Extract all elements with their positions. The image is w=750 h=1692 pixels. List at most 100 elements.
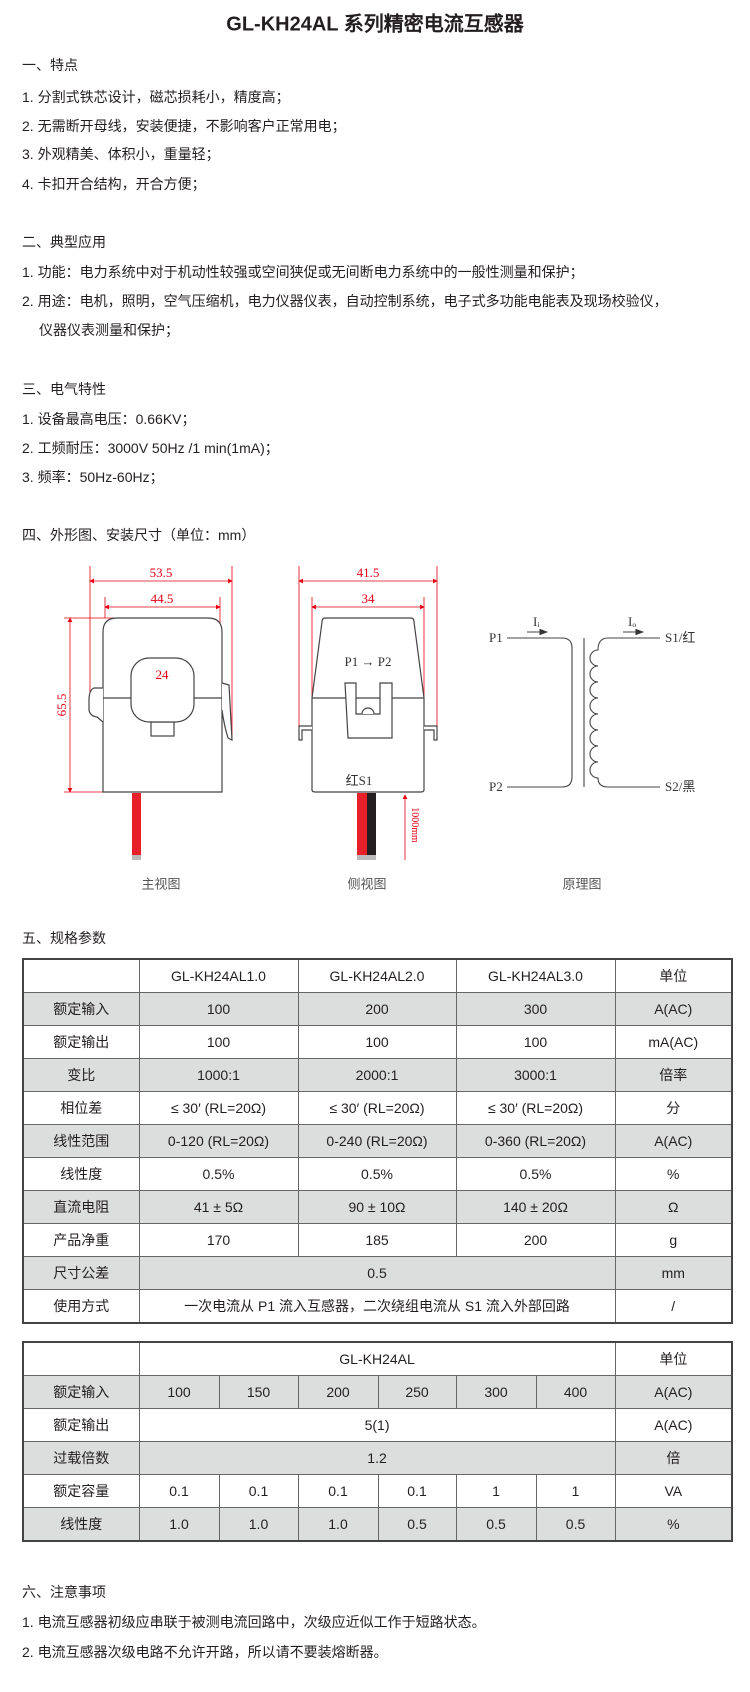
cell: 90 ± 10Ω bbox=[297, 1190, 457, 1224]
row-label: 额定容量 bbox=[22, 1474, 140, 1508]
cell: 200 bbox=[297, 1375, 379, 1409]
cell: ≤ 30′ (RL=20Ω) bbox=[138, 1091, 299, 1125]
table-row: 相位差≤ 30′ (RL=20Ω)≤ 30′ (RL=20Ω)≤ 30′ (RL… bbox=[22, 1091, 733, 1125]
row-label: 相位差 bbox=[22, 1091, 140, 1125]
table-row: 尺寸公差 0.5 mm bbox=[22, 1256, 733, 1290]
schematic-caption: 原理图 bbox=[562, 876, 602, 892]
secondary-current-label: Iₒ bbox=[628, 614, 636, 629]
front-inner-width: 44.5 bbox=[151, 591, 174, 606]
row-label: 线性度 bbox=[22, 1507, 140, 1542]
cell: 1000:1 bbox=[138, 1058, 299, 1092]
row-label: 额定输入 bbox=[22, 992, 140, 1026]
feature-item: 1. 分割式铁芯设计，磁芯损耗小，精度高； bbox=[22, 89, 290, 105]
row-label: 尺寸公差 bbox=[22, 1256, 140, 1290]
cell: 1.0 bbox=[138, 1507, 220, 1542]
table-header-row: GL-KH24AL1.0 GL-KH24AL2.0 GL-KH24AL3.0 单… bbox=[22, 958, 733, 993]
unit-cell: 倍率 bbox=[614, 1058, 733, 1092]
section-heading-specs: 五、规格参数 bbox=[22, 930, 106, 946]
cell: 200 bbox=[297, 992, 457, 1026]
header-cell: GL-KH24AL3.0 bbox=[455, 958, 616, 993]
cell: 0-120 (RL=20Ω) bbox=[138, 1124, 299, 1158]
cell: 1 bbox=[455, 1474, 537, 1508]
unit-cell: % bbox=[614, 1157, 733, 1191]
unit-cell: A(AC) bbox=[614, 1124, 733, 1158]
row-label: 过载倍数 bbox=[22, 1441, 140, 1475]
side-inner-width: 34 bbox=[362, 591, 376, 606]
cell: 0.5% bbox=[297, 1157, 457, 1191]
unit-cell: mm bbox=[614, 1256, 733, 1290]
cell: 200 bbox=[455, 1223, 616, 1257]
table-row: 过载倍数 1.2 倍 bbox=[22, 1441, 733, 1475]
header-cell bbox=[22, 1341, 140, 1376]
cell: 2000:1 bbox=[297, 1058, 457, 1092]
header-cell: GL-KH24AL bbox=[138, 1341, 616, 1376]
cell: 0.5% bbox=[138, 1157, 299, 1191]
row-label: 产品净重 bbox=[22, 1223, 140, 1257]
cell: 0-240 (RL=20Ω) bbox=[297, 1124, 457, 1158]
front-view-drawing: 53.5 44.5 24 65.5 bbox=[54, 565, 233, 860]
unit-cell: A(AC) bbox=[614, 1375, 733, 1409]
cell: 0-360 (RL=20Ω) bbox=[455, 1124, 616, 1158]
cell: 400 bbox=[535, 1375, 616, 1409]
cell: 100 bbox=[297, 1025, 457, 1059]
row-label: 额定输出 bbox=[22, 1025, 140, 1059]
row-label: 额定输入 bbox=[22, 1375, 140, 1409]
header-cell: 单位 bbox=[614, 1341, 733, 1376]
cell: 185 bbox=[297, 1223, 457, 1257]
row-label: 线性范围 bbox=[22, 1124, 140, 1158]
cell: ≤ 30′ (RL=20Ω) bbox=[297, 1091, 457, 1125]
electrical-item: 1. 设备最高电压：0.66KV； bbox=[22, 411, 196, 427]
row-label: 线性度 bbox=[22, 1157, 140, 1191]
cell: 41 ± 5Ω bbox=[138, 1190, 299, 1224]
spec-table-1: GL-KH24AL1.0 GL-KH24AL2.0 GL-KH24AL3.0 单… bbox=[22, 958, 733, 1324]
front-view-caption: 主视图 bbox=[141, 876, 181, 892]
cell: 300 bbox=[455, 992, 616, 1026]
electrical-item: 3. 频率：50Hz-60Hz； bbox=[22, 469, 164, 485]
cell: 0.5% bbox=[455, 1157, 616, 1191]
primary-current-label: Iᵢ bbox=[533, 614, 540, 629]
cell: 100 bbox=[138, 992, 299, 1026]
row-label: 额定输出 bbox=[22, 1408, 140, 1442]
cell: 0.5 bbox=[377, 1507, 457, 1542]
unit-cell: Ω bbox=[614, 1190, 733, 1224]
cell: 0.1 bbox=[218, 1474, 299, 1508]
cell: 100 bbox=[138, 1375, 220, 1409]
cell: 一次电流从 P1 流入互感器，二次绕组电流从 S1 流入外部回路 bbox=[138, 1289, 616, 1324]
cell: 0.1 bbox=[138, 1474, 220, 1508]
side-view-drawing: P1 → P2 红S1 41.5 34 1000mm bbox=[298, 565, 438, 860]
front-outer-width: 53.5 bbox=[150, 565, 173, 580]
application-item-continued: 仪器仪表测量和保护； bbox=[39, 322, 179, 338]
front-height: 65.5 bbox=[54, 694, 69, 717]
cell: 5(1) bbox=[138, 1408, 616, 1442]
unit-cell: % bbox=[614, 1507, 733, 1542]
cell: ≤ 30′ (RL=20Ω) bbox=[455, 1091, 616, 1125]
cell: 170 bbox=[138, 1223, 299, 1257]
note-item: 1. 电流互感器初级应串联于被测电流回路中，次级应近似工作于短路状态。 bbox=[22, 1614, 486, 1630]
cell: 250 bbox=[377, 1375, 457, 1409]
cell: 1.0 bbox=[218, 1507, 299, 1542]
feature-item: 3. 外观精美、体积小，重量轻； bbox=[22, 146, 220, 162]
unit-cell: A(AC) bbox=[614, 992, 733, 1026]
unit-cell: A(AC) bbox=[614, 1408, 733, 1442]
section-heading-applications: 二、典型应用 bbox=[22, 234, 106, 250]
s1-label: S1/红 bbox=[665, 630, 695, 645]
table-row: 使用方式 一次电流从 P1 流入互感器，二次绕组电流从 S1 流入外部回路 / bbox=[22, 1289, 733, 1324]
page-title: GL-KH24AL 系列精密电流互感器 bbox=[226, 13, 524, 36]
p1-label: P1 bbox=[489, 630, 503, 645]
unit-cell: 分 bbox=[614, 1091, 733, 1125]
cell: 0.5 bbox=[535, 1507, 616, 1542]
application-item: 1. 功能：电力系统中对于机动性较强或空间狭促或无间断电力系统中的一般性测量和保… bbox=[22, 264, 584, 280]
side-view-caption: 侧视图 bbox=[347, 876, 387, 892]
dimension-drawings: 53.5 44.5 24 65.5 P1 → P2 红S1 41.5 34 10… bbox=[54, 565, 695, 860]
window-width: 24 bbox=[156, 667, 170, 682]
